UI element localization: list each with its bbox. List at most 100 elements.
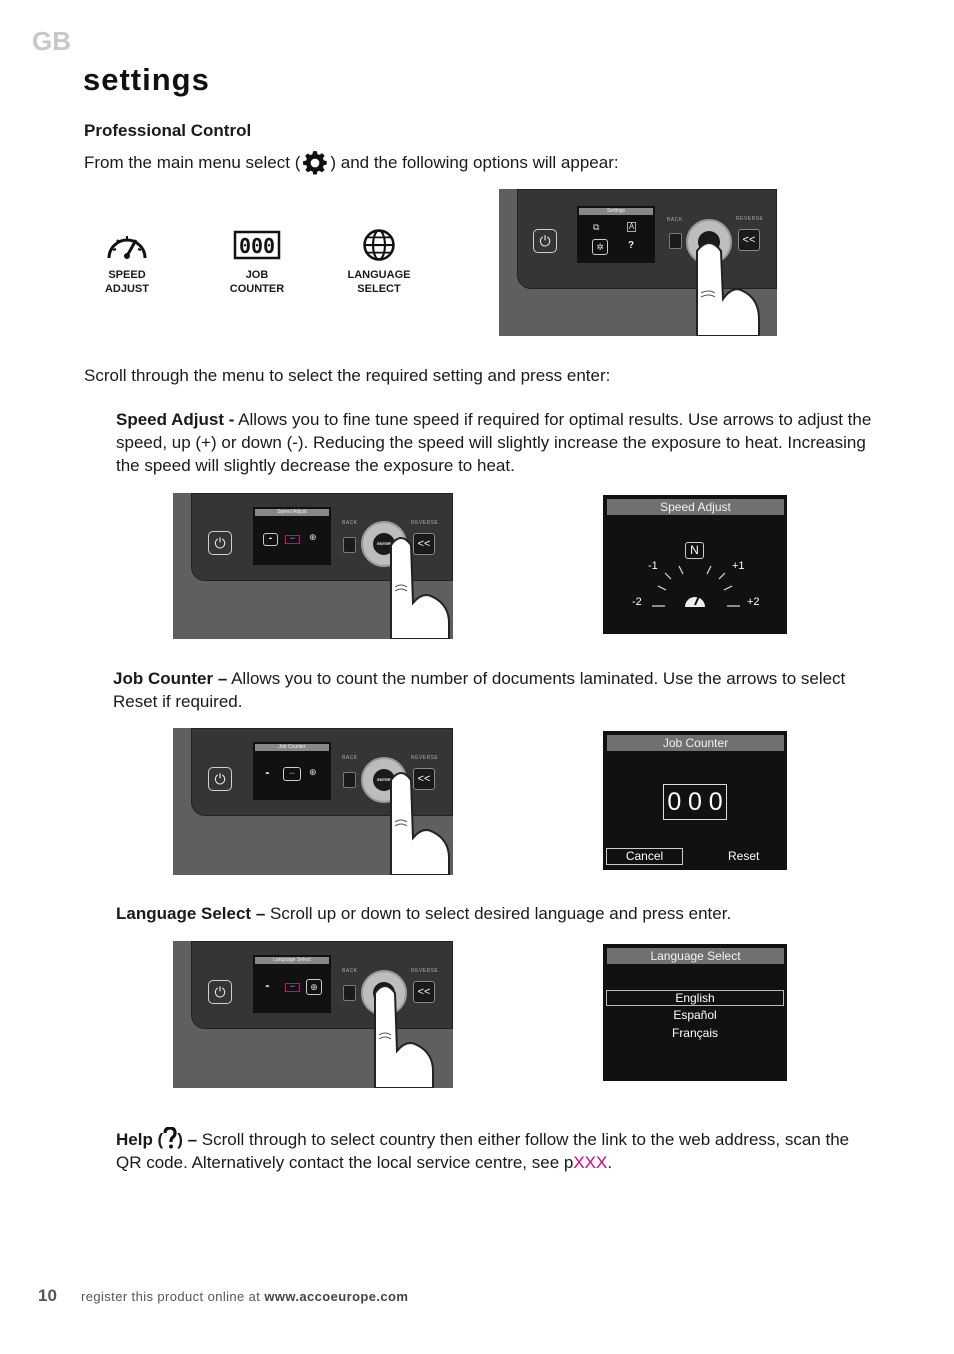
job-counter-term: Job Counter – [113,669,228,688]
device-illustration-settings: ⏻ Settings ⧉ A ✲ ? BACK REVERSE << [499,189,777,336]
cancel-option[interactable]: Cancel [606,848,683,865]
screen-title: Language Select [607,948,784,964]
device-screen: Settings ⧉ A ✲ ? [577,206,655,263]
reverse-label: REVERSE [411,520,439,526]
speedometer-icon: ◓ [263,533,278,546]
back-label: BACK [342,755,358,761]
reverse-button[interactable]: << [738,229,760,251]
help-paragraph: Help ( ) – Scroll through to select count… [116,1127,876,1174]
back-button[interactable] [343,537,356,553]
device-illustration-speed-adjust: ⏻ Speed Adjust ◓ ▫▫▫ ⊕ BACK ENTER REVERS… [173,493,453,639]
power-icon: ⏻ [208,980,232,1004]
page-number: 10 [38,1286,57,1305]
country-code: GB [32,26,71,56]
reset-option[interactable]: Reset [728,849,760,863]
enter-button[interactable]: ENTER [373,769,395,791]
back-button[interactable] [343,772,356,788]
scroll-instruction: Scroll through the menu to select the re… [84,366,611,385]
speed-minus-1: -1 [648,560,658,572]
footer-text: register this product online at www.acco… [81,1289,408,1304]
counter-digit: 0 [708,788,723,816]
help-description: Scroll through to select country then ei… [116,1130,850,1172]
language-select-screen: Language Select English Español Français [603,944,787,1081]
reverse-label: REVERSE [736,216,764,222]
device-screen: Speed Adjust ◓ ▫▫▫ ⊕ [253,507,331,565]
help-icon: ? [628,240,635,251]
page-reference-link[interactable]: XXX [573,1153,608,1172]
finger-illustration [390,537,450,639]
power-icon: ⏻ [208,531,232,555]
screen-title: Speed Adjust [607,499,784,515]
speed-plus-1: +1 [732,560,745,572]
option-label-line2: SELECT [357,283,401,295]
speedometer-icon: ◓ [265,769,270,778]
speedometer-icon: ◓ [265,982,270,991]
speed-adjust-paragraph: Speed Adjust - Allows you to fine tune s… [116,408,876,477]
reverse-button[interactable]: << [413,533,435,555]
speedometer-icon [107,236,147,259]
device-screen: Language Select ◓ ▫▫▫ ⊕ [253,955,331,1013]
section-heading: Professional Control [84,121,252,140]
help-end: . [607,1153,613,1172]
neutral-indicator: N [685,542,704,559]
job-counter-description: Allows you to count the number of docume… [113,669,846,711]
page-title: settings [83,62,210,97]
speed-dial-ticks [652,565,740,607]
enter-button[interactable]: ENTER [373,533,395,555]
option-label-line2: COUNTER [229,283,285,295]
finger-illustration [390,772,450,875]
speed-adjust-description: Allows you to fine tune speed if require… [116,410,872,475]
back-button[interactable] [669,233,682,249]
device-screen-bar: Settings [579,208,653,215]
language-select-description: Scroll up or down to select desired lang… [265,904,732,923]
globe-icon [363,229,395,261]
job-counter-screen: Job Counter 0 0 0 Cancel Reset [603,731,787,870]
device-screen-bar: Language Select [255,957,329,964]
device-illustration-language-select: ⏻ Language Select ◓ ▫▫▫ ⊕ BACK ENTER REV… [173,941,453,1088]
help-term-open: Help ( [116,1130,164,1149]
device-screen: Job Counter ◓ ▫▫▫ ⊕ [253,742,331,800]
option-label-line1: SPEED [108,269,146,281]
speed-plus-2: +2 [747,596,760,608]
gear-icon [303,151,328,175]
option-label-line1: LANGUAGE [347,269,411,281]
footer-url[interactable]: www.accoeurope.com [264,1289,409,1304]
reverse-button[interactable]: << [413,981,435,1003]
option-label-line2: ADJUST [104,283,149,295]
back-label: BACK [667,217,683,223]
device-screen-bar: Job Counter [255,744,329,751]
language-select-paragraph: Language Select – Scroll up or down to s… [116,902,876,925]
reverse-button[interactable]: << [413,768,435,790]
help-term-close: ) – [177,1130,198,1149]
language-option-espanol[interactable]: Español [673,1008,717,1022]
counter-display: 0 0 0 [663,784,727,820]
language-a-icon: A [627,222,636,232]
language-option-english[interactable]: English [606,990,784,1006]
option-job-counter: 000 JOB COUNTER [202,228,312,296]
speed-adjust-screen: Speed Adjust N -1 +1 -2 +2 [603,495,787,634]
globe-icon: ⊕ [306,979,322,995]
counter-icon: ▫▫▫ [285,535,300,544]
power-icon: ⏻ [208,767,232,791]
speed-minus-2: -2 [632,596,642,608]
speed-adjust-term: Speed Adjust - [116,410,235,429]
back-label: BACK [342,520,358,526]
footer-register-text: register this product online at [81,1289,265,1304]
gear-icon: ✲ [592,239,608,255]
question-mark-icon [163,1127,177,1149]
copy-icon: ⧉ [593,222,600,232]
back-label: BACK [342,968,358,974]
option-speed-adjust: SPEED ADJUST [72,228,182,296]
language-option-francais[interactable]: Français [671,1026,718,1040]
option-language-select: LANGUAGE SELECT [324,228,434,296]
counter-digit: 0 [688,788,702,816]
reverse-label: REVERSE [411,755,439,761]
counter-icon: ▫▫▫ [283,767,301,781]
intro-before: From the main menu select ( [84,153,301,172]
globe-icon: ⊕ [309,767,317,777]
reverse-label: REVERSE [411,968,439,974]
intro-text: From the main menu select ( ) and the fo… [84,150,619,176]
job-counter-paragraph: Job Counter – Allows you to count the nu… [113,667,873,713]
back-button[interactable] [343,985,356,1001]
device-screen-bar: Speed Adjust [255,509,329,516]
